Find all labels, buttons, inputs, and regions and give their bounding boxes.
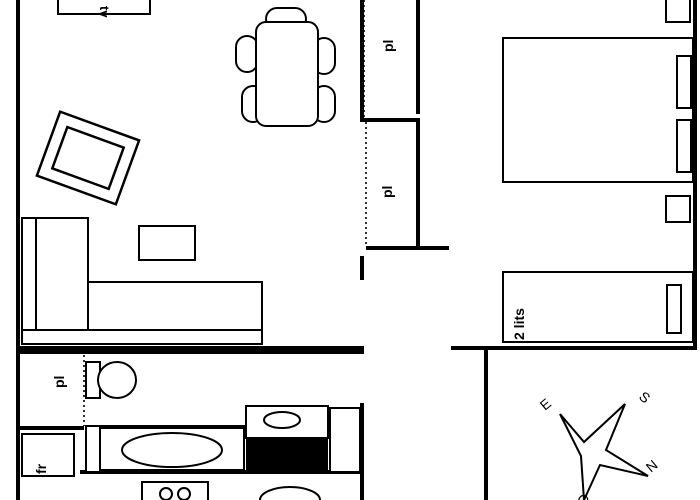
nightstand-bottom	[665, 195, 691, 223]
bath-cabinet	[329, 407, 361, 473]
fridge-label: fr	[33, 463, 49, 474]
cooktop	[141, 481, 209, 500]
double-bed-frame	[502, 37, 694, 183]
washbasin	[245, 405, 329, 439]
cooktop-burner-1	[159, 487, 173, 500]
compass-west: O	[574, 490, 593, 500]
bed-pillow-top	[676, 55, 692, 109]
twin-beds-label: 2 lits	[511, 308, 527, 340]
tv-label: tv	[97, 6, 112, 18]
bed-pillow-bottom	[676, 119, 692, 173]
sofa-front	[21, 329, 263, 345]
bathtub	[85, 425, 245, 473]
kitchen-sink	[259, 486, 321, 500]
sofa-base	[87, 281, 263, 331]
walls	[16, 0, 697, 500]
sofa-corner	[35, 217, 89, 331]
armchair	[35, 110, 141, 206]
fridge	[21, 433, 75, 477]
closet-2-label: pl	[379, 186, 395, 198]
closet-1-label: pl	[380, 40, 396, 52]
closet-3-label: pl	[51, 376, 67, 388]
nightstand-top	[665, 0, 691, 23]
twin-beds-pillow	[666, 284, 682, 334]
dining-table	[235, 7, 336, 127]
sofa	[21, 217, 263, 345]
twin-beds	[502, 271, 694, 343]
compass-north: N	[643, 457, 661, 476]
double-bed	[502, 37, 694, 183]
compass-east: E	[537, 395, 554, 413]
washbasin-bowl	[263, 411, 301, 429]
coffee-table	[138, 225, 196, 261]
tv-unit: tv	[57, 0, 151, 18]
compass-rose: E S N O	[537, 388, 661, 500]
compass-south: S	[636, 388, 653, 406]
cooktop-frame	[141, 481, 209, 500]
cooktop-burner-2	[177, 487, 191, 500]
table-left-chair	[235, 35, 259, 73]
bathtub-basin	[121, 432, 223, 468]
dining-table-top	[255, 21, 319, 127]
compass-star	[559, 403, 649, 500]
twin-beds-frame	[502, 271, 694, 343]
shower-tray	[246, 438, 328, 472]
sofa-back	[21, 217, 37, 331]
toilet	[85, 361, 137, 399]
toilet-bowl	[97, 361, 137, 399]
